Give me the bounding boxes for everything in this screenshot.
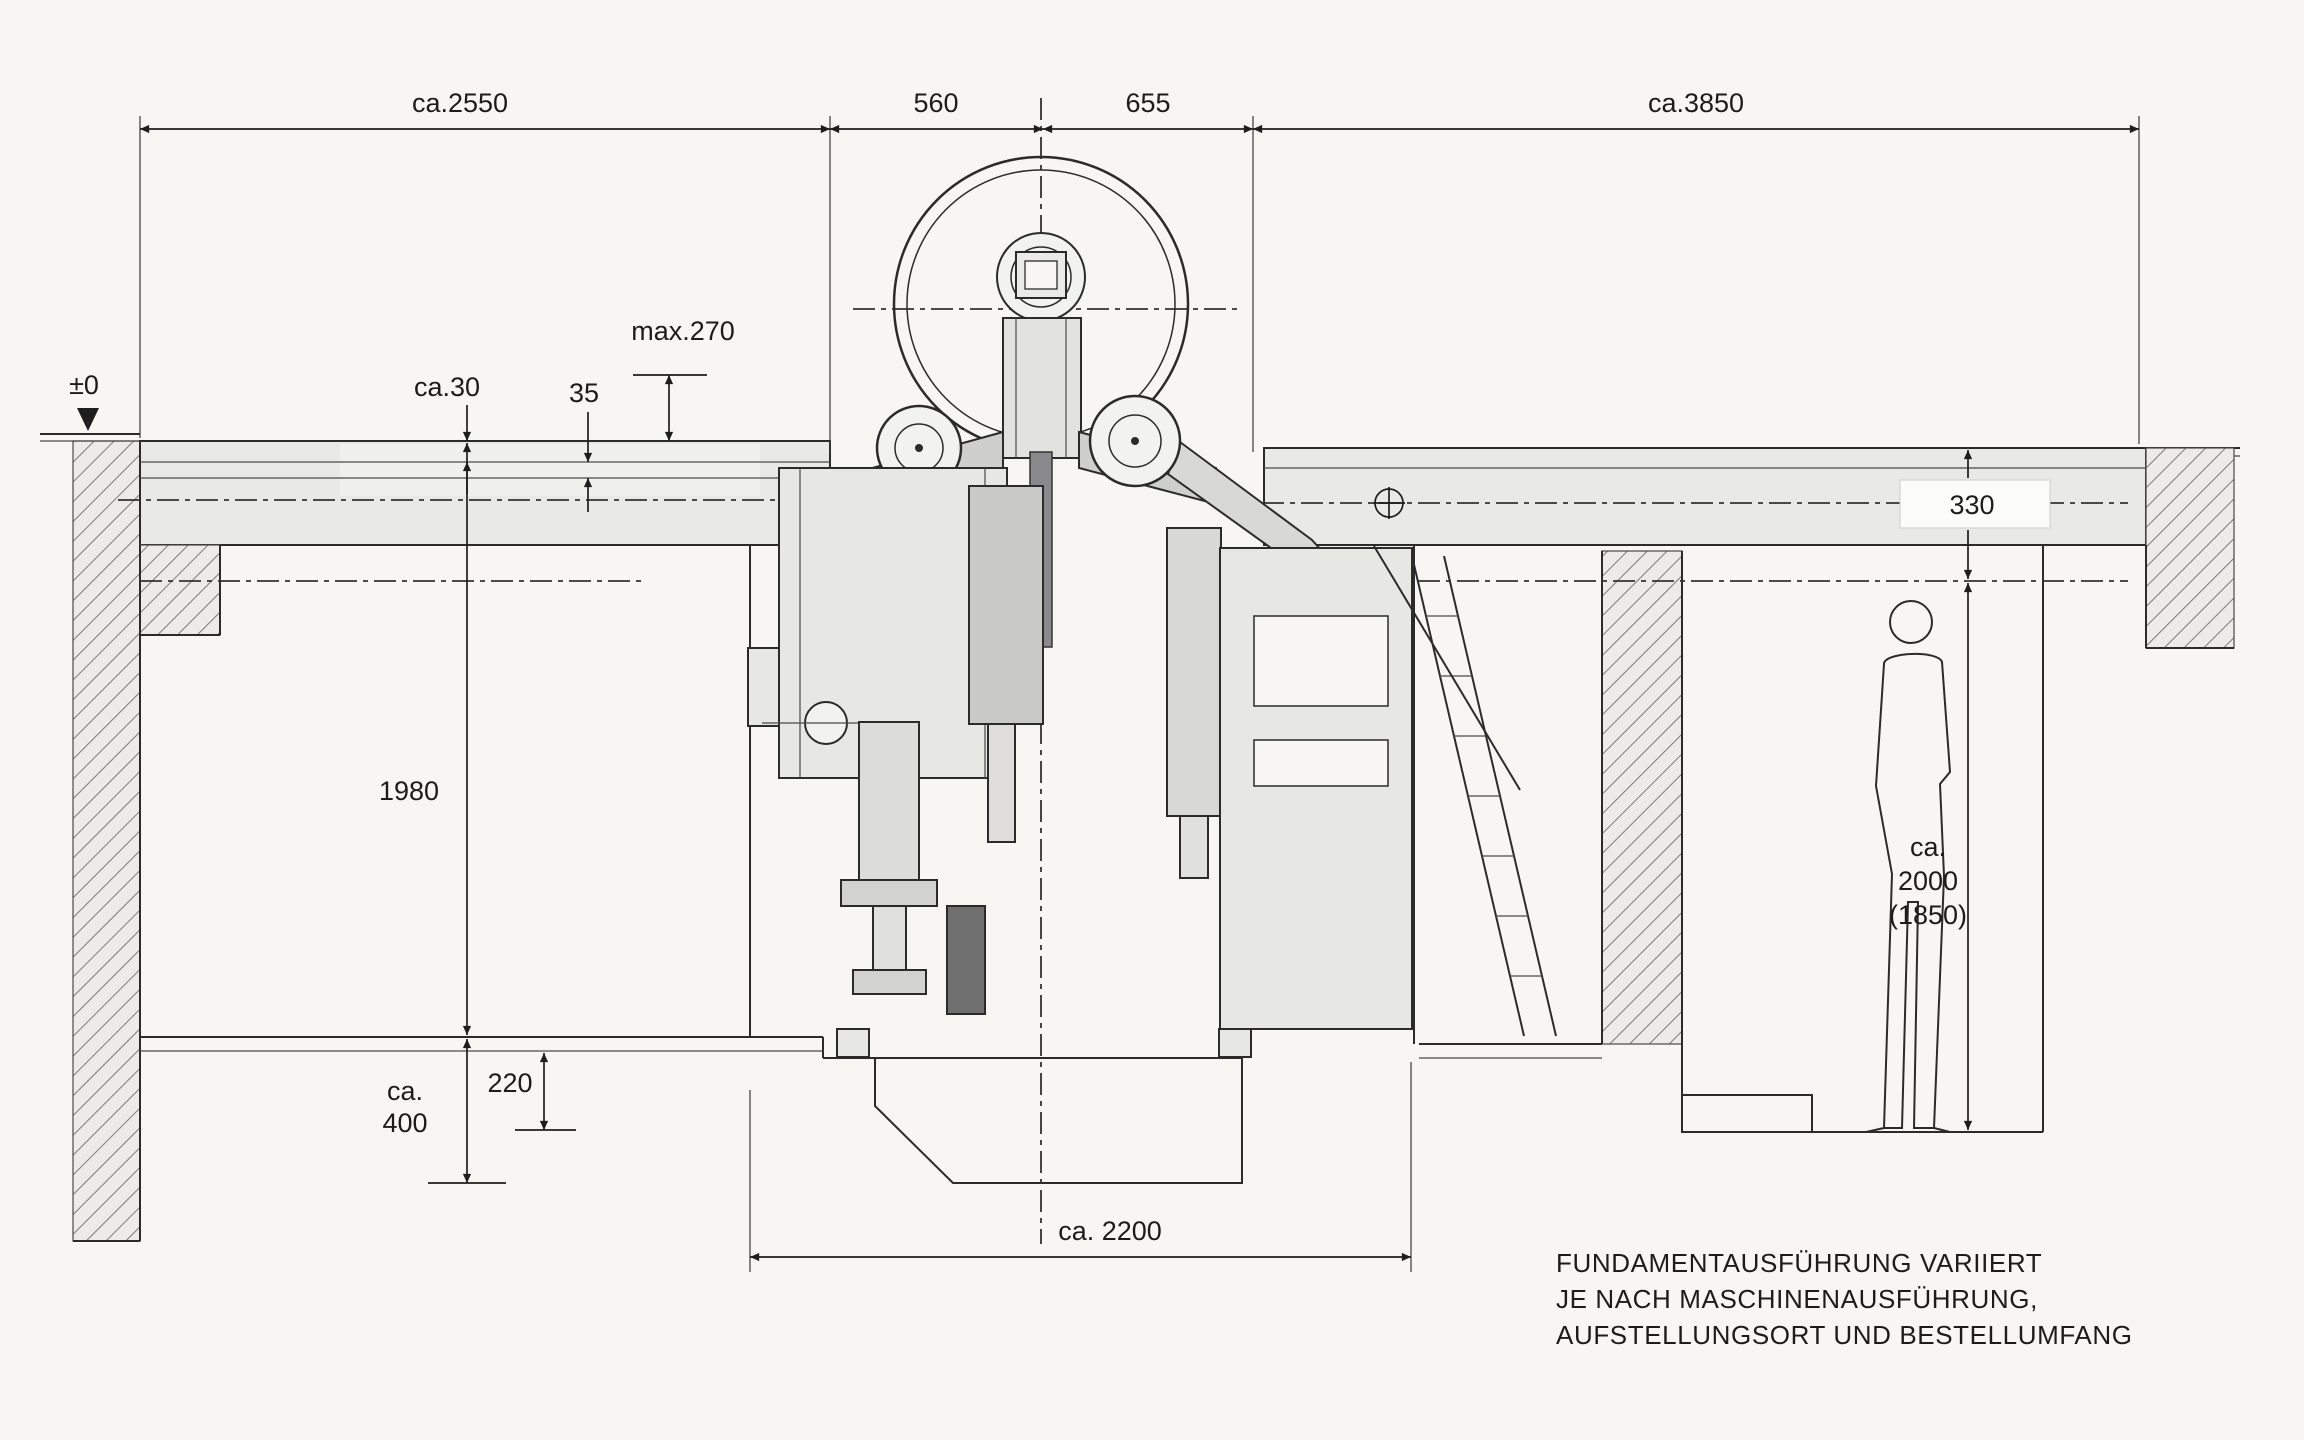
dim-foundation-depth-2: 400 bbox=[382, 1108, 427, 1138]
dim-person-height-3: (1850) bbox=[1889, 900, 1967, 930]
left-step-hatch bbox=[139, 544, 221, 636]
dimension-annotations: ca.2550 560 655 ca.3850 max.270 ca.30 35… bbox=[69, 88, 2140, 1272]
dim-plate-offset: 35 bbox=[569, 378, 599, 408]
tool-bit bbox=[946, 905, 986, 1015]
housing-panel-2 bbox=[1253, 739, 1389, 787]
right-roller bbox=[1088, 394, 1182, 488]
dim-machine-width: ca. 2200 bbox=[1058, 1216, 1162, 1246]
foundation-block bbox=[874, 1057, 1243, 1184]
dim-slab-thickness: 220 bbox=[487, 1068, 532, 1098]
left-slab-light-band bbox=[340, 444, 760, 496]
left-cylinder bbox=[858, 721, 920, 881]
foundation-section bbox=[40, 433, 2240, 1242]
anchor-symbol bbox=[1373, 487, 1405, 519]
person-figure bbox=[1865, 600, 1952, 1133]
saw-wheel bbox=[892, 155, 1190, 453]
dim-span-mid-left: 560 bbox=[913, 88, 958, 118]
dim-pit-depth: 1980 bbox=[379, 776, 439, 806]
dim-plate-thickness: ca.30 bbox=[414, 372, 480, 402]
right-wall-hatch bbox=[2145, 447, 2235, 649]
dim-datum: ±0 bbox=[69, 370, 99, 400]
right-cylinder bbox=[1166, 527, 1222, 817]
dim-span-right: ca.3850 bbox=[1648, 88, 1744, 118]
dim-person-height-1: ca. bbox=[1910, 832, 1946, 862]
machine-body bbox=[747, 155, 1413, 1058]
left-wall-hatch bbox=[72, 440, 141, 1242]
note-line-1: FUNDAMENTAUSFÜHRUNG VARIIERT bbox=[1556, 1248, 2042, 1278]
dim-person-height-2: 2000 bbox=[1898, 866, 1958, 896]
note-line-2: JE NACH MASCHINENAUSFÜHRUNG, bbox=[1556, 1284, 2038, 1314]
machine-foot-right bbox=[1218, 1028, 1252, 1058]
dim-span-mid-right: 655 bbox=[1125, 88, 1170, 118]
dim-max-height: max.270 bbox=[631, 316, 735, 346]
central-ram bbox=[968, 485, 1044, 725]
datum-triangle bbox=[77, 408, 99, 431]
dim-330-box bbox=[1899, 479, 2051, 529]
left-rod bbox=[872, 905, 907, 971]
foundation-note: FUNDAMENTAUSFÜHRUNG VARIIERT JE NACH MAS… bbox=[1556, 1248, 2133, 1350]
right-pier-hatch bbox=[1601, 550, 1683, 1045]
machine-foot-left bbox=[836, 1028, 870, 1058]
dim-foundation-depth-1: ca. bbox=[387, 1076, 423, 1106]
note-line-3: AUFSTELLUNGSORT UND BESTELLUMFANG bbox=[1556, 1320, 2133, 1350]
machine-column bbox=[1002, 317, 1082, 459]
dim-right-offset: 330 bbox=[1949, 490, 1994, 520]
pit-step bbox=[1681, 1094, 1813, 1133]
left-boss bbox=[747, 647, 780, 727]
housing-panel-1 bbox=[1253, 615, 1389, 707]
access-ladder bbox=[1373, 545, 1557, 1037]
left-foot bbox=[852, 969, 927, 995]
right-rod bbox=[1179, 815, 1209, 879]
dim-span-left: ca.2550 bbox=[412, 88, 508, 118]
ram-rod bbox=[987, 723, 1016, 843]
left-flange bbox=[840, 879, 938, 907]
